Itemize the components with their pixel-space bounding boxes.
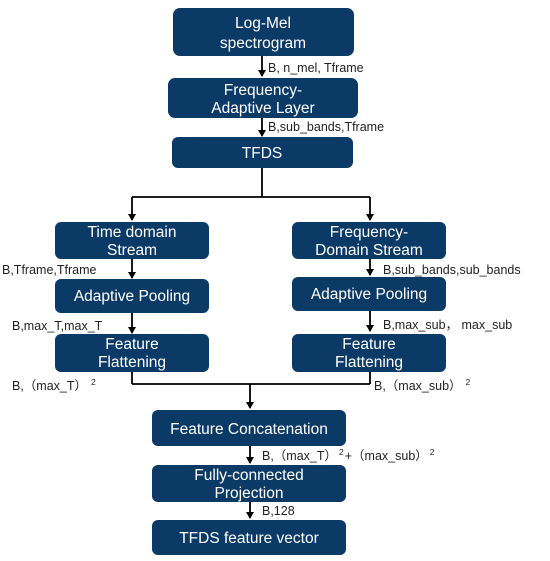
boxes: Log-Mel spectrogram Frequency- Adaptive … [55, 8, 446, 555]
label-shape-concat-b: +（max_sub） [345, 449, 428, 463]
label-shape-time: B,Tframe,Tframe [2, 263, 97, 277]
label-shape-concat: B,（max_T）2+（max_sub）2 [262, 447, 435, 463]
box-log-mel-line1: Log-Mel [235, 15, 291, 32]
box-concat-label: Feature Concatenation [170, 421, 328, 438]
box-frequency-adaptive-layer: Frequency- Adaptive Layer [168, 78, 358, 118]
box-tfds-label: TFDS [242, 145, 282, 162]
label-shape-logmel: B, n_mel, Tframe [268, 61, 364, 75]
label-shape-freq: B,sub_bands,sub_bands [383, 263, 521, 277]
label-shape-concat-a-exp: 2 [339, 447, 344, 457]
box-vector-label: TFDS feature vector [179, 530, 319, 547]
box-log-mel-spectrogram: Log-Mel spectrogram [173, 8, 354, 56]
box-flat-right-line1: Feature [342, 336, 395, 353]
box-fc-line2: Projection [215, 485, 284, 502]
label-shape-flat-left-text: B,（max_T） [12, 379, 87, 393]
box-log-mel-line2: spectrogram [220, 35, 306, 52]
box-flat-right-line2: Flattening [335, 354, 403, 371]
box-time-domain-stream: Time domain Stream [55, 222, 209, 259]
box-freqstream-line2: Domain Stream [315, 242, 423, 259]
box-freqadapt-line2: Adaptive Layer [211, 100, 314, 117]
label-shape-freqadapt: B,sub_bands,Tframe [268, 120, 384, 134]
label-shape-fc: B,128 [262, 504, 295, 518]
label-shape-flat-right-exp: 2 [466, 377, 471, 387]
box-feature-flattening-left: Feature Flattening [55, 334, 209, 372]
box-feature-flattening-right: Feature Flattening [292, 334, 446, 372]
label-shape-concat-a: B,（max_T） [262, 449, 337, 463]
box-pool-right-label: Adaptive Pooling [311, 286, 427, 303]
label-shape-pool-left: B,max_T,max_T [12, 319, 103, 333]
box-freqstream-line1: Frequency- [330, 224, 408, 241]
label-shape-flat-left: B,（max_T） 2 [12, 377, 96, 393]
box-freqadapt-line1: Frequency- [224, 82, 302, 99]
connectors [128, 56, 374, 519]
box-frequency-domain-stream: Frequency- Domain Stream [292, 222, 446, 259]
label-shape-concat-b-exp: 2 [430, 447, 435, 457]
box-flat-left-line1: Feature [105, 336, 158, 353]
label-shape-pool-right: B,max_sub， max_sub [383, 318, 512, 332]
box-adaptive-pooling-left: Adaptive Pooling [55, 279, 209, 313]
label-shape-flat-left-exp: 2 [91, 377, 96, 387]
shape-labels: B, n_mel, Tframe B,sub_bands,Tframe B,Tf… [2, 61, 521, 518]
box-adaptive-pooling-right: Adaptive Pooling [292, 277, 446, 311]
box-fc-line1: Fully-connected [194, 467, 303, 484]
box-tfds-feature-vector: TFDS feature vector [152, 520, 346, 555]
box-flat-left-line2: Flattening [98, 354, 166, 371]
label-shape-flat-right: B,（max_sub） 2 [374, 377, 471, 393]
box-tfds: TFDS [172, 137, 353, 168]
label-shape-flat-right-text: B,（max_sub） [374, 379, 462, 393]
box-feature-concatenation: Feature Concatenation [152, 410, 346, 446]
box-time-line2: Stream [107, 242, 157, 259]
box-pool-left-label: Adaptive Pooling [74, 288, 190, 305]
box-fully-connected-projection: Fully-connected Projection [152, 465, 346, 502]
box-time-line1: Time domain [87, 224, 176, 241]
